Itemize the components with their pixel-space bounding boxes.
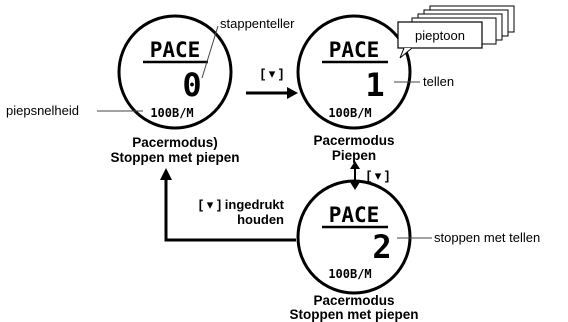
watch-header: PACE (329, 203, 380, 227)
leader-line (201, 25, 219, 79)
watch-speed: 100B/M (150, 106, 193, 120)
watch-step-count: 0 (182, 66, 201, 104)
label-stoppen-met-tellen: stoppen met tellen (434, 230, 540, 245)
watch-face-silent: PACE 2 100B/M (296, 179, 412, 295)
watch-header: PACE (329, 38, 380, 62)
label-stappenteller: stappenteller (220, 16, 295, 31)
caption-silent-line1: Pacermodus (313, 293, 394, 308)
key-label-hold-line1: [ ▾ ] ingedrukt (199, 197, 285, 212)
watch-step-count: 1 (365, 66, 384, 104)
watch-face-initial: PACE 0 100B/M (117, 14, 233, 130)
key-label-press-vertical: [ ▾ ] (367, 168, 389, 183)
stacked-cards-icon (397, 5, 515, 59)
arrow-toggle-vertical (350, 161, 360, 190)
caption-beeping-line2: Piepen (332, 148, 376, 163)
label-piepsnelheid: piepsnelheid (6, 103, 79, 118)
label-tellen: tellen (423, 74, 454, 89)
caption-silent-line2: Stoppen met piepen (289, 307, 418, 322)
arrow-hold-return (160, 168, 296, 242)
arrow-press-right (246, 87, 298, 99)
key-label-press: [ ▾ ] (261, 66, 283, 81)
watch-step-count: 2 (372, 228, 391, 266)
watch-speed: 100B/M (328, 106, 371, 120)
caption-beeping-line1: Pacermodus (313, 133, 394, 148)
key-label-hold-line2: houden (237, 212, 284, 227)
watch-speed: 100B/M (328, 267, 371, 281)
watch-header: PACE (150, 38, 201, 62)
watch-face-beeping: PACE 1 100B/M (296, 14, 412, 130)
label-pieptoon: pieptoon (415, 28, 465, 43)
caption-initial-line2: Stoppen met piepen (110, 150, 239, 165)
caption-initial-line1: Pacermodus) (132, 135, 218, 150)
